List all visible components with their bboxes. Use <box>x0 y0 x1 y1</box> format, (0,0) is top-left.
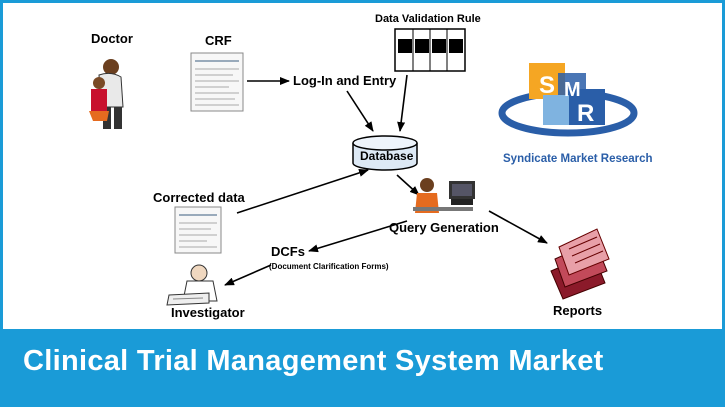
database-icon <box>352 135 418 171</box>
crf-label: CRF <box>205 33 232 48</box>
query-generation-icon <box>413 178 475 213</box>
smr-logo: S M R <box>498 63 638 137</box>
corrected-data-form-icon <box>174 206 222 254</box>
query-generation-label: Query Generation <box>389 220 499 235</box>
reports-label: Reports <box>553 303 602 318</box>
arrow-login-to-database <box>346 90 374 132</box>
title-banner: Clinical Trial Management System Market <box>3 329 722 404</box>
crf-form-icon <box>190 52 244 112</box>
banner-title: Clinical Trial Management System Market <box>23 345 604 377</box>
doctor-patient-icon <box>89 59 124 129</box>
arrow-rule-to-database <box>397 74 408 132</box>
svg-text:M: M <box>564 79 581 101</box>
logo-company-name: Syndicate Market Research <box>503 153 653 165</box>
dcfs-full-label: (Document Clarification Forms) <box>269 262 389 271</box>
data-validation-rule-label: Data Validation Rule <box>375 13 481 25</box>
login-entry-label: Log-In and Entry <box>293 73 397 88</box>
investigator-label: Investigator <box>171 305 245 320</box>
doctor-label: Doctor <box>91 31 133 46</box>
reports-icon <box>550 228 610 300</box>
investigator-icon <box>166 264 218 306</box>
arrow-corrected-to-database <box>236 169 369 214</box>
corrected-data-label: Corrected data <box>153 190 246 205</box>
logo-letters-top: S <box>539 72 555 99</box>
data-validation-rule-icon <box>394 28 466 72</box>
svg-text:R: R <box>577 100 594 127</box>
arrow-query-to-dcfs <box>308 220 408 253</box>
workflow-diagram: Doctor CRF Data Validation Rule Log-In a… <box>89 13 653 320</box>
database-label: Database <box>360 149 414 163</box>
dcfs-label: DCFs <box>271 244 305 259</box>
arrow-database-to-query <box>396 174 420 196</box>
arrow-query-to-reports <box>488 210 548 244</box>
arrow-dcfs-to-investigator <box>224 264 272 286</box>
